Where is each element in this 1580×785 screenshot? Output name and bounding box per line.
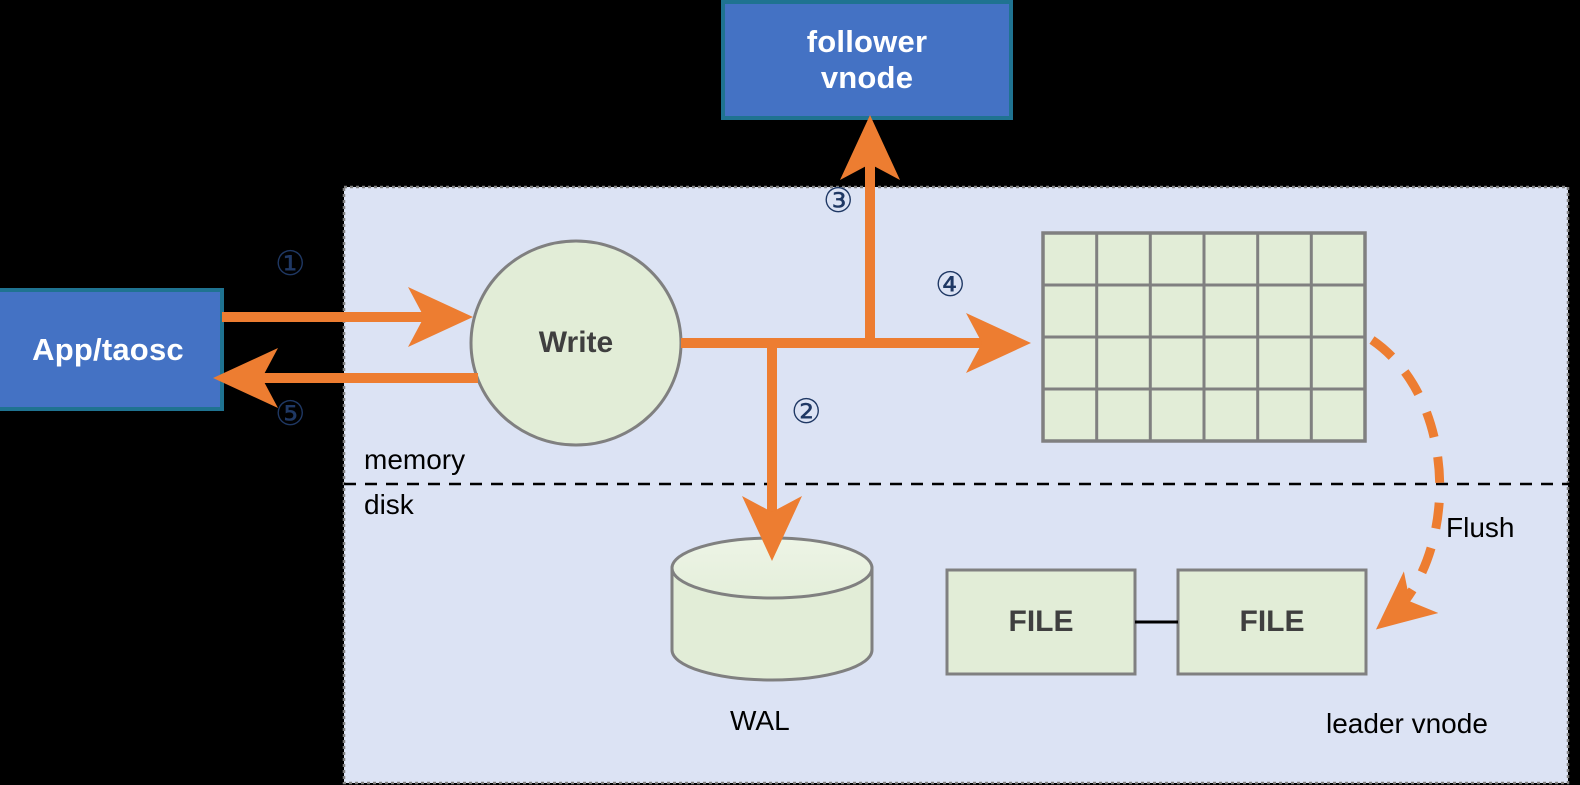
file-right-label: FILE bbox=[1239, 605, 1305, 638]
app-taosc-box[interactable] bbox=[0, 288, 224, 411]
follower-vnode-box[interactable] bbox=[721, 0, 1013, 120]
follower-vnode-line2: vnode bbox=[820, 60, 914, 95]
memtable-grid[interactable] bbox=[1041, 231, 1367, 443]
file-box-right[interactable] bbox=[1176, 568, 1368, 676]
wal-cylinder[interactable] bbox=[670, 536, 874, 682]
follower-vnode-line1: follower bbox=[806, 24, 928, 60]
file-left-label: FILE bbox=[1008, 605, 1074, 638]
arrow-flush bbox=[1369, 336, 1445, 630]
app-taosc-label: App/taosc bbox=[32, 331, 184, 367]
write-label: Write bbox=[538, 326, 614, 359]
follower-vnode-label: follower vnode bbox=[723, 2, 1011, 118]
file-box-left[interactable] bbox=[945, 568, 1137, 676]
